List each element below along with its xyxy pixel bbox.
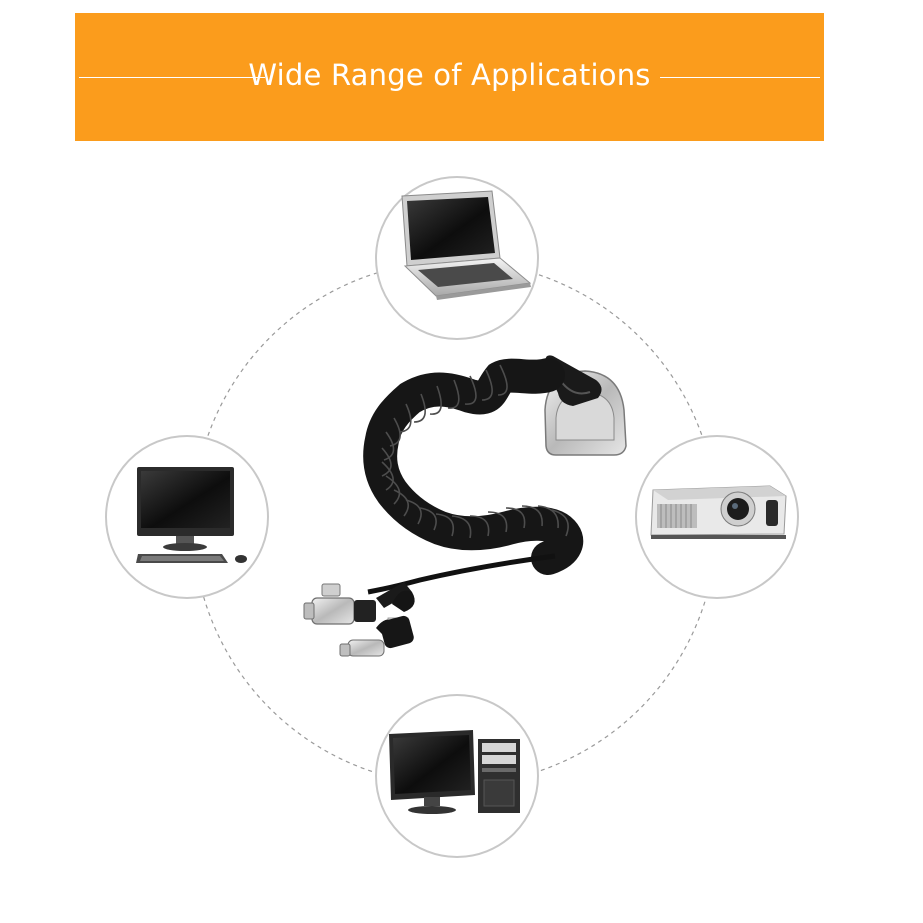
projector-circle (635, 435, 799, 599)
laptop-circle (375, 176, 539, 340)
projector-icon (650, 485, 787, 539)
header-banner: Wide Range of Applications (75, 13, 824, 141)
monitor-icon (136, 467, 247, 563)
desktop-circle (375, 694, 539, 858)
monitor-circle (105, 435, 269, 599)
page-title: Wide Range of Applications (248, 58, 651, 92)
banner-divider-right (660, 77, 820, 78)
desktop-computer-icon (389, 730, 520, 814)
coiled-cable-lock-icon (303, 355, 627, 657)
banner-divider-left (79, 77, 265, 78)
laptop-icon (401, 190, 532, 300)
